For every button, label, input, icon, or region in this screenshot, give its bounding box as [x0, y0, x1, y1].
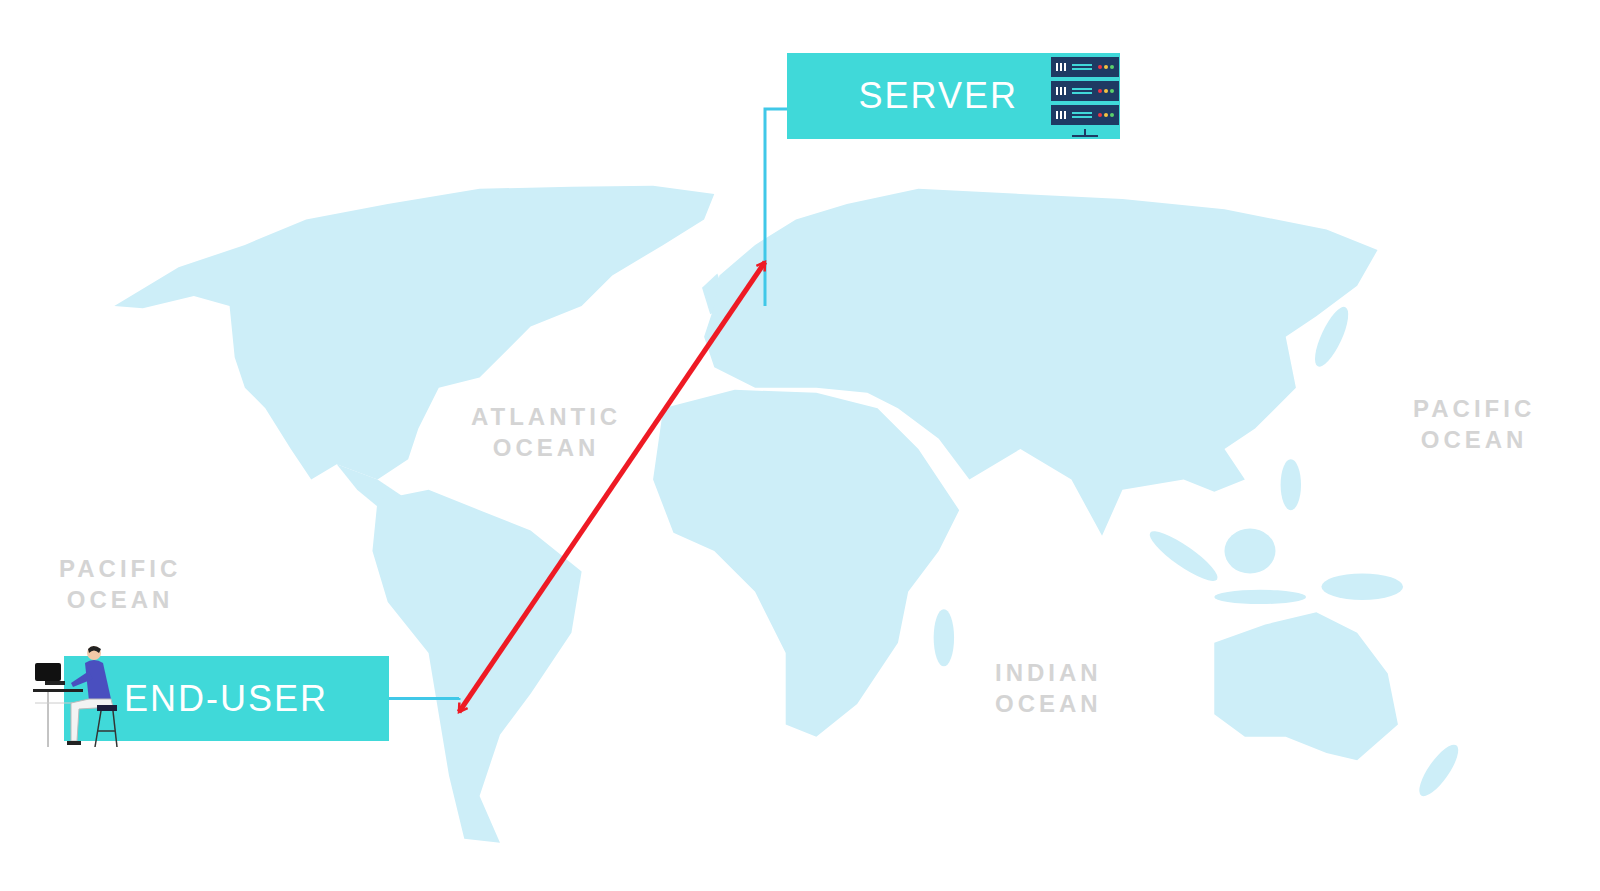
ocean-label: INDIAN OCEAN [995, 657, 1102, 719]
ocean-label: PACIFIC OCEAN [59, 553, 181, 615]
node-label: SERVER [859, 78, 1018, 114]
node-label: END-USER [124, 681, 328, 717]
new-zealand [1413, 739, 1465, 801]
server-box: SERVER [787, 53, 1120, 139]
borneo [1224, 529, 1275, 574]
south-america [372, 490, 581, 843]
red-arrow [459, 262, 765, 712]
leader-line [765, 109, 787, 306]
server-rack-icon [1050, 53, 1120, 139]
java [1214, 590, 1306, 604]
philippines [1281, 459, 1301, 510]
north-america [114, 186, 714, 480]
ocean-label: PACIFIC OCEAN [1413, 393, 1535, 455]
end-user-box: END-USER [64, 656, 389, 741]
madagascar [934, 609, 954, 666]
person-at-desk-icon [31, 643, 121, 749]
australia [1214, 612, 1398, 760]
new-guinea [1321, 573, 1403, 600]
connection-route [389, 109, 787, 712]
ocean-label: ATLANTIC OCEAN [471, 401, 621, 463]
sumatra [1144, 524, 1223, 588]
africa [653, 390, 959, 737]
leader-line [389, 697, 459, 701]
japan [1309, 303, 1355, 371]
